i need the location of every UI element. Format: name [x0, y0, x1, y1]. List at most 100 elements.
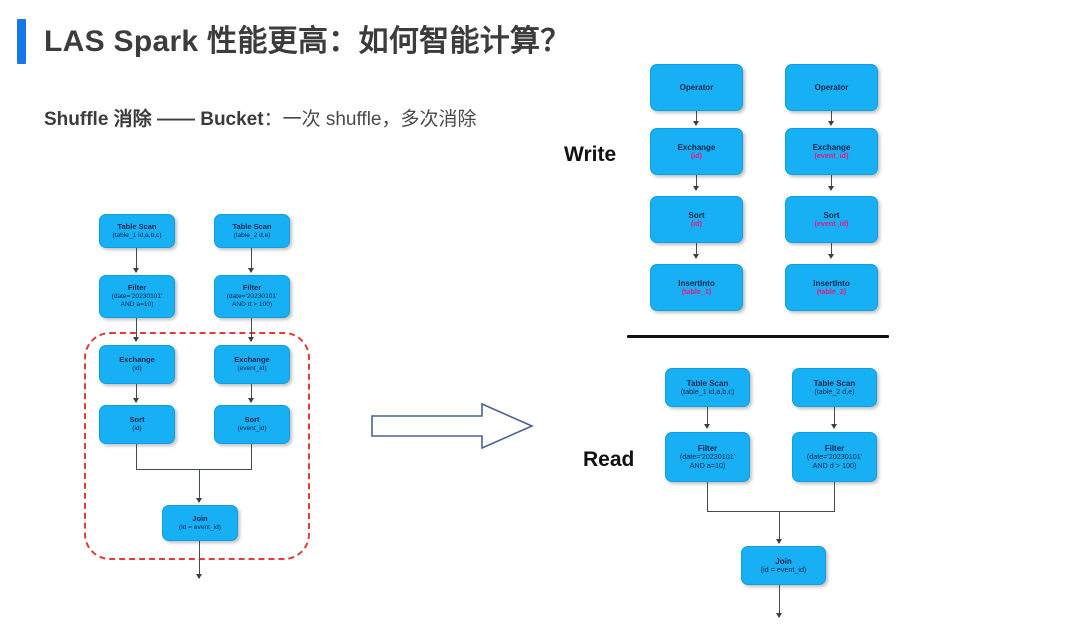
edge-arrowhead	[196, 574, 203, 579]
node-detail: (table_2)	[816, 286, 847, 296]
edge-scan2-filter2	[251, 248, 253, 272]
node-title: Exchange	[677, 142, 716, 152]
edge-exchange1-sort1	[136, 384, 138, 402]
node-detail: (id)	[690, 150, 703, 160]
subheading-rest: ：一次 shuffle，多次消除	[263, 109, 477, 130]
edge-arrowhead	[133, 337, 140, 342]
edge-arrowhead	[693, 121, 700, 126]
node-detail-2: AND d > 100)	[231, 300, 273, 308]
write-section-label: Write	[564, 143, 617, 166]
transformation-arrow-icon	[371, 402, 534, 450]
node-detail: (table_1 id,a,b,c)	[112, 231, 162, 239]
node-detail: (event_id)	[237, 365, 267, 373]
node-detail: (event_id)	[814, 218, 849, 228]
edge-rfilter1-merge	[707, 482, 709, 512]
node-title: Table Scan	[117, 221, 157, 231]
edge-arrowhead	[693, 186, 700, 191]
node-title: Operator	[679, 82, 714, 92]
node-w-operator-2: Operator	[785, 64, 878, 111]
node-ls-tablescan-1: Table Scan (table_1 id,a,b,c)	[99, 214, 175, 248]
edge-arrowhead	[828, 121, 835, 126]
edge-rjoin-output	[779, 585, 781, 617]
node-detail: (table_2 d,e)	[233, 231, 271, 239]
node-w-exchange-1: Exchange (id)	[650, 128, 743, 175]
node-detail: (table_1 id,a,b,c)	[680, 386, 735, 396]
edge-arrowhead	[133, 268, 140, 273]
node-ls-exchange-2: Exchange (event_id)	[214, 345, 290, 384]
node-r-filter-2: Filter (date='20230101' AND d > 100)	[792, 432, 877, 482]
edge-filter1-exchange1	[136, 318, 138, 341]
node-detail: (id)	[690, 218, 703, 228]
node-ls-join: Join (id = event_id)	[162, 505, 238, 541]
section-subheading: Shuffle 消除 —— Bucket：一次 shuffle，多次消除	[44, 104, 477, 131]
node-w-insertinto-2: InsertInto (table_2)	[785, 264, 878, 311]
edge-sort1-insertinto1	[696, 243, 698, 257]
node-detail: (id = event_id)	[760, 564, 807, 574]
node-detail: (table_1)	[681, 286, 712, 296]
node-detail: (date='20230101'	[679, 452, 736, 462]
node-detail-2: AND d > 100)	[812, 460, 857, 470]
node-ls-tablescan-2: Table Scan (table_2 d,e)	[214, 214, 290, 248]
page-title: LAS Spark 性能更高：如何智能计算？	[44, 25, 571, 58]
edge-arrowhead	[831, 424, 838, 429]
node-title: Filter	[127, 283, 147, 293]
edge-arrowhead	[133, 398, 140, 403]
node-title: Sort	[823, 210, 840, 220]
edge-arrowhead	[776, 539, 783, 544]
edge-exchange2-sort2	[251, 384, 253, 402]
node-w-sort-2: Sort (event_id)	[785, 196, 878, 243]
edge-arrowhead	[776, 613, 783, 618]
edge-scan1-filter1	[136, 248, 138, 272]
node-title: Exchange	[812, 142, 851, 152]
subheading-bold: Shuffle 消除 —— Bucket	[44, 109, 264, 130]
edge-arrowhead	[248, 337, 255, 342]
node-ls-filter-1: Filter (date='20230101' AND a=10)	[99, 275, 175, 318]
node-detail: (id)	[132, 365, 142, 373]
edge-arrowhead	[828, 254, 835, 259]
edge-rfilter2-merge	[834, 482, 836, 512]
node-title: Filter	[242, 283, 262, 293]
node-w-sort-1: Sort (id)	[650, 196, 743, 243]
edge-operator2-exchange2	[831, 111, 833, 124]
edge-exchange2-sort2	[831, 175, 833, 189]
edge-arrowhead	[828, 186, 835, 191]
node-title: Sort	[688, 210, 705, 220]
node-r-filter-1: Filter (date='20230101' AND a=10)	[665, 432, 750, 482]
node-ls-filter-2: Filter (date='20230101' AND d > 100)	[214, 275, 290, 318]
shuffle-highlight-region	[84, 332, 310, 560]
node-title: Table Scan	[686, 378, 729, 388]
edge-sort1-merge	[136, 444, 138, 470]
node-title: Join	[775, 556, 792, 566]
node-ls-exchange-1: Exchange (id)	[99, 345, 175, 384]
edge-operator1-exchange1	[696, 111, 698, 124]
title-accent-bar	[17, 19, 26, 64]
write-read-divider	[627, 335, 889, 338]
edge-arrowhead	[248, 268, 255, 273]
edge-arrowhead	[704, 424, 711, 429]
node-ls-sort-1: Sort (id)	[99, 405, 175, 444]
node-r-join: Join (id = event_id)	[741, 546, 826, 585]
node-detail: (event_id)	[237, 425, 267, 433]
node-r-tablescan-1: Table Scan (table_1 id,a,b,c)	[665, 368, 750, 407]
edge-merge-bus	[136, 469, 252, 471]
node-title: Filter	[697, 443, 718, 453]
node-w-exchange-2: Exchange (event_id)	[785, 128, 878, 175]
node-title: InsertInto	[678, 278, 715, 288]
node-w-insertinto-1: InsertInto (table_1)	[650, 264, 743, 311]
edge-join-output	[199, 541, 201, 578]
node-detail: (id = event_id)	[179, 523, 221, 531]
edge-read-merge-bus	[707, 511, 835, 513]
node-w-operator-1: Operator	[650, 64, 743, 111]
node-title: Table Scan	[232, 221, 272, 231]
node-r-tablescan-2: Table Scan (table_2 d,e)	[792, 368, 877, 407]
edge-arrowhead	[196, 498, 203, 503]
node-title: Operator	[814, 82, 849, 92]
node-detail: (table_2 d,e)	[814, 386, 855, 396]
node-title: Filter	[824, 443, 845, 453]
edge-merge-rjoin	[779, 511, 781, 543]
node-detail: (date='20230101'	[226, 293, 278, 301]
node-detail: (id)	[132, 425, 142, 433]
node-title: Exchange	[234, 355, 270, 365]
node-detail-2: AND a=10)	[120, 300, 154, 308]
